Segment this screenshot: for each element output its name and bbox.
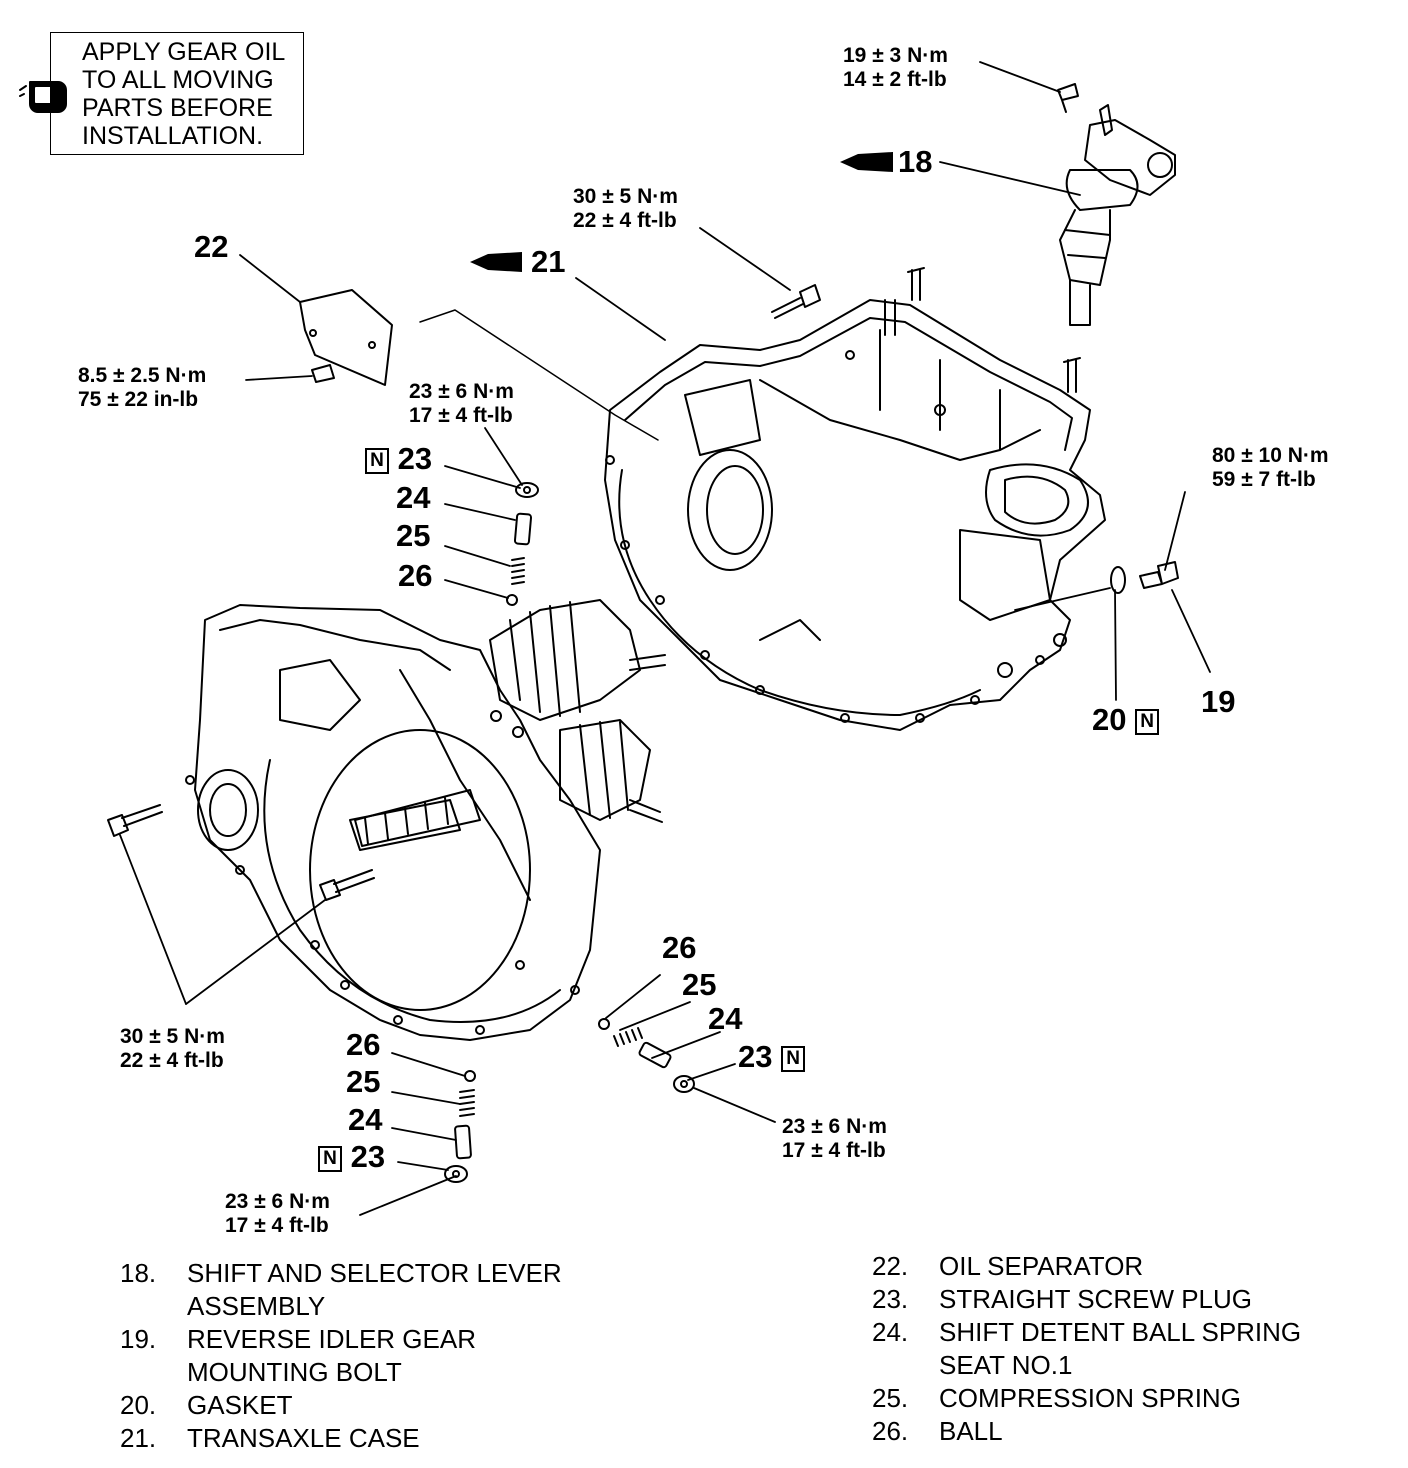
torque-plug-top: 23 ± 6 N·m 17 ± 4 ft-lb xyxy=(409,380,514,427)
torque-plug-bottom: 23 ± 6 N·m 17 ± 4 ft-lb xyxy=(225,1190,330,1237)
detent-set-bottom xyxy=(444,1070,476,1183)
separator-bolt xyxy=(311,364,335,383)
torque-separator-bolt: 8.5 ± 2.5 N·m 75 ± 22 in-lb xyxy=(78,364,207,411)
callout-24-right: 24 xyxy=(708,1001,743,1036)
torque-plug-right: 23 ± 6 N·m 17 ± 4 ft-lb xyxy=(782,1115,887,1162)
new-part-marker: N xyxy=(1135,708,1160,735)
callout-24-top: 24 xyxy=(396,480,431,515)
callout-18: 18 xyxy=(898,144,933,179)
callout-20: 20 N xyxy=(1092,703,1160,737)
callout-25-bottom: 25 xyxy=(346,1064,381,1099)
note-line-2: TO ALL MOVING xyxy=(82,66,274,94)
callout-23-right: 23 N xyxy=(738,1040,806,1074)
note-line-4: INSTALLATION. xyxy=(82,122,264,150)
clutch-housing xyxy=(185,599,666,1041)
idler-bolt-and-gasket xyxy=(1110,561,1179,594)
note-line-3: PARTS BEFORE xyxy=(82,94,273,122)
housing-bolts xyxy=(107,804,375,901)
new-part-marker: N xyxy=(318,1145,342,1172)
callout-25-top: 25 xyxy=(396,518,431,553)
oil-separator-plate xyxy=(299,289,393,386)
callout-26-right: 26 xyxy=(662,930,697,965)
callout-25-right: 25 xyxy=(682,967,717,1002)
torque-lever-bolt: 19 ± 3 N·m 14 ± 2 ft-lb xyxy=(843,44,948,91)
callout-26-bottom: 26 xyxy=(346,1027,381,1062)
callout-24-bottom: 24 xyxy=(348,1102,383,1137)
sealant-tube-icon xyxy=(470,152,893,272)
callout-26-top: 26 xyxy=(398,558,433,593)
torque-housing-bolt: 30 ± 5 N·m 22 ± 4 ft-lb xyxy=(120,1025,225,1072)
detent-set-top xyxy=(506,482,539,606)
transaxle-case xyxy=(419,267,1106,731)
oil-can-icon xyxy=(19,81,67,113)
callout-23-top: N 23 xyxy=(365,442,432,476)
case-bolt xyxy=(771,284,821,319)
callout-19: 19 xyxy=(1201,684,1236,719)
detent-set-right xyxy=(598,1018,695,1093)
torque-idler-bolt: 80 ± 10 N·m 59 ± 7 ft-lb xyxy=(1212,444,1329,491)
callout-22: 22 xyxy=(194,229,229,264)
leader-lines xyxy=(119,61,1211,1216)
note-line-1: APPLY GEAR OIL xyxy=(82,38,286,66)
callout-21: 21 xyxy=(531,244,566,279)
shift-selector-lever-assembly xyxy=(1057,83,1176,326)
note-box: APPLY GEAR OIL TO ALL MOVING PARTS BEFOR… xyxy=(50,32,304,155)
callout-23-bottom: N 23 xyxy=(318,1140,385,1174)
new-part-marker: N xyxy=(781,1045,806,1072)
torque-case-bolt: 30 ± 5 N·m 22 ± 4 ft-lb xyxy=(573,185,678,232)
new-part-marker: N xyxy=(365,447,389,474)
